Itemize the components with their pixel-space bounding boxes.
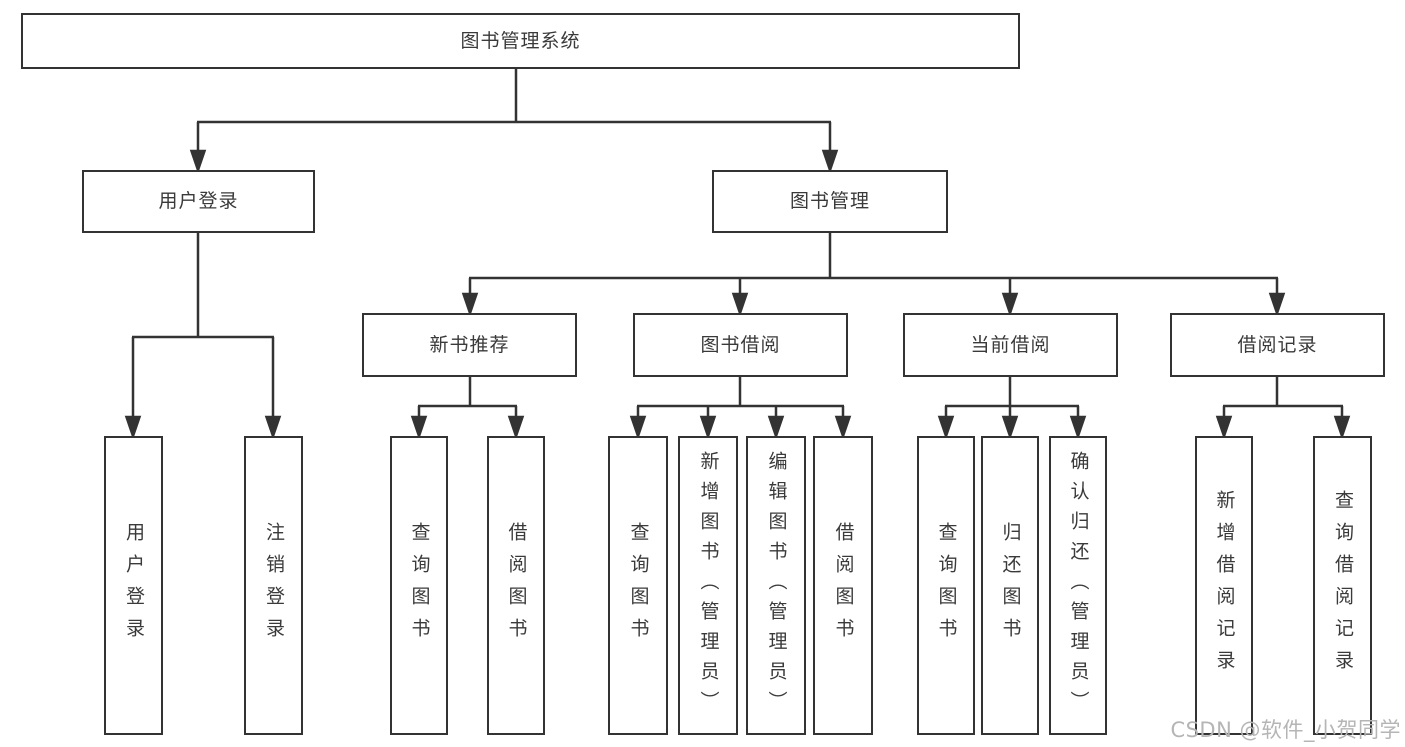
- node-leaf-borrow-books: 借阅图书: [813, 436, 873, 735]
- node-leaf-logout: 注销登录: [244, 436, 303, 735]
- csdn-watermark: CSDN @软件_小贺同学: [1170, 718, 1401, 742]
- node-leaf-query-borrow-record: 查询借阅记录: [1313, 436, 1372, 735]
- node-current-borrow: 当前借阅: [903, 313, 1118, 377]
- node-new-book-recommend: 新书推荐: [362, 313, 577, 377]
- node-leaf-add-book-admin: 新增图书（管理员）: [678, 436, 738, 735]
- node-leaf-query-books-current: 查询图书: [917, 436, 975, 735]
- node-leaf-add-borrow-record: 新增借阅记录: [1195, 436, 1253, 735]
- node-leaf-return-book: 归还图书: [981, 436, 1039, 735]
- node-leaf-query-books-recommend: 查询图书: [390, 436, 448, 735]
- node-user-login: 用户登录: [82, 170, 315, 233]
- node-leaf-user-login: 用户登录: [104, 436, 163, 735]
- node-book-borrow: 图书借阅: [633, 313, 848, 377]
- node-leaf-borrow-books-recommend: 借阅图书: [487, 436, 545, 735]
- node-borrow-records: 借阅记录: [1170, 313, 1385, 377]
- node-book-management: 图书管理: [712, 170, 948, 233]
- node-library-system: 图书管理系统: [21, 13, 1020, 69]
- node-leaf-query-books-borrow: 查询图书: [608, 436, 668, 735]
- node-leaf-confirm-return-admin: 确认归还（管理员）: [1049, 436, 1107, 735]
- node-leaf-edit-book-admin: 编辑图书（管理员）: [746, 436, 806, 735]
